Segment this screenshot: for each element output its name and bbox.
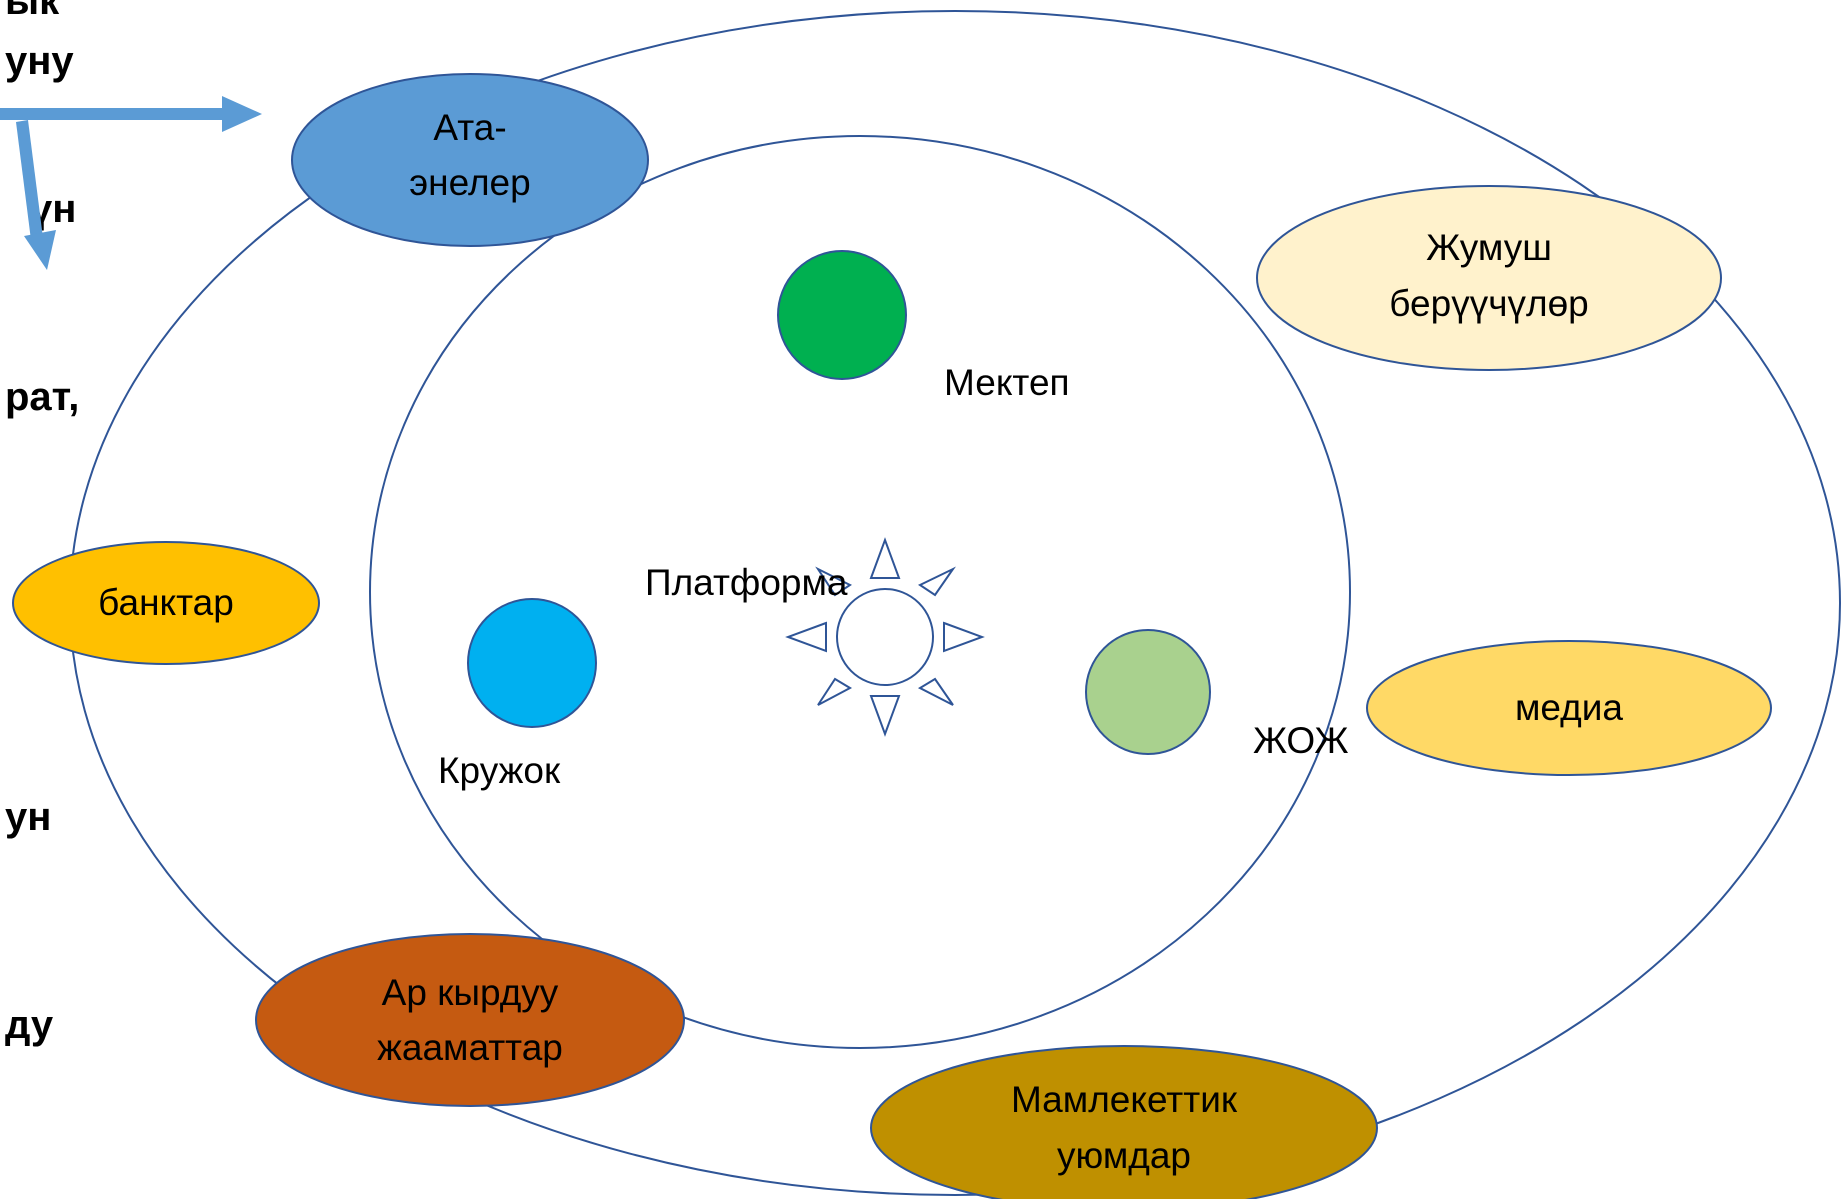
inner-ring [369,135,1351,1049]
node-employers: Жумуш берүүчүлөр [1256,185,1722,371]
node-communities: Ар кырдуу жааматтар [255,933,685,1107]
media-label: медиа [1515,687,1623,728]
university-label: ЖОЖ [1253,720,1348,761]
arrow-down [16,120,56,270]
communities-line-1: Ар кырдуу [382,972,559,1013]
platform-label: Платформа [645,562,848,603]
node-parents: Ата- энелер [291,73,649,247]
employers-line-2: берүүчүлөр [1389,283,1588,324]
side-text-5: ун [5,795,51,839]
school-label: Мектеп [944,362,1070,403]
employers-line-1: Жумуш [1426,227,1552,268]
club-label: Кружок [438,750,561,791]
side-text-1: ык [5,0,60,23]
side-text-4: рат, [5,375,79,419]
node-banks: банктар [12,541,320,665]
state-line-1: Мамлекеттик [1011,1079,1238,1120]
sun-icon [785,537,985,737]
state-line-2: уюмдар [1057,1135,1191,1176]
parents-line-2: энелер [409,162,530,203]
arrow-right [0,96,262,132]
side-text-2: уну [5,39,74,83]
node-state-organizations: Мамлекеттик уюмдар [870,1045,1378,1199]
club-circle [467,598,597,728]
university-circle [1085,629,1211,755]
parents-line-1: Ата- [433,107,506,148]
banks-label: банктар [98,582,234,623]
side-text-6: ду [5,1003,54,1047]
node-media: медиа [1366,640,1772,776]
communities-line-2: жааматтар [377,1027,563,1068]
school-circle [777,250,907,380]
